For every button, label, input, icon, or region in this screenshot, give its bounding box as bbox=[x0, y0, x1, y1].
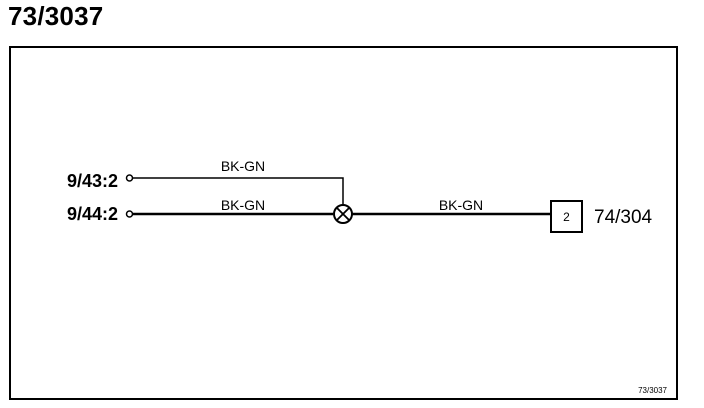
terminal-label-1: 9/43:2 bbox=[67, 171, 118, 191]
terminal-label-2: 9/44:2 bbox=[67, 204, 118, 224]
diagram-frame bbox=[9, 46, 678, 400]
connector-label: 74/304 bbox=[594, 207, 653, 228]
connector-pin: 2 bbox=[563, 210, 570, 224]
connector-box bbox=[550, 200, 583, 233]
wire-label-2: BK-GN bbox=[221, 197, 265, 213]
wire-1 bbox=[132, 177, 344, 204]
splice-icon bbox=[333, 204, 353, 224]
terminal-point-2 bbox=[125, 210, 134, 218]
page-title: 73/3037 bbox=[8, 1, 104, 31]
wire-label-1: BK-GN bbox=[221, 158, 265, 174]
wire-label-3: BK-GN bbox=[439, 197, 483, 213]
diagram-id: 73/3037 bbox=[638, 386, 667, 395]
terminal-point-1 bbox=[125, 174, 134, 182]
